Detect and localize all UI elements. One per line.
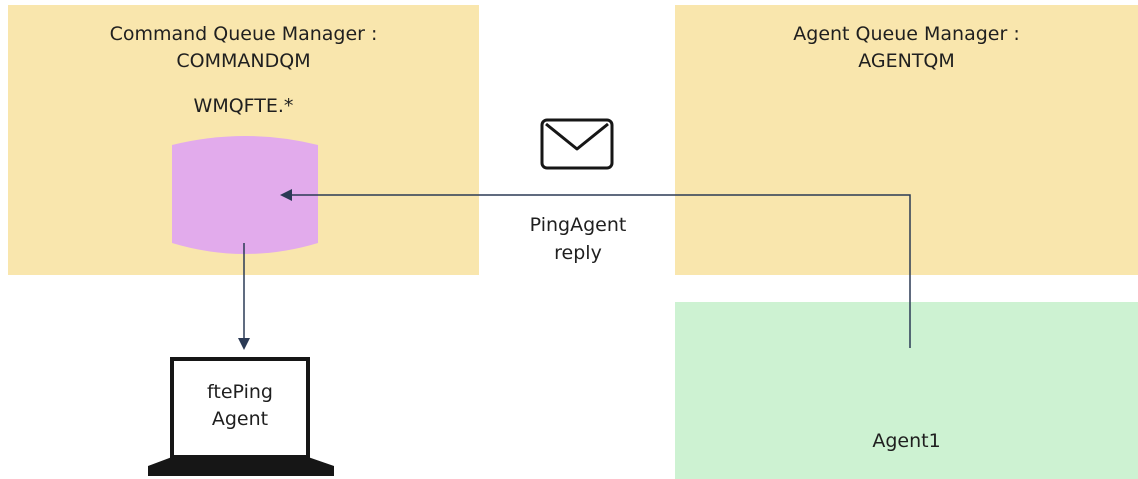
ping-reply-line2: reply	[554, 242, 602, 264]
agent1-label: Agent1	[872, 430, 941, 452]
laptop-label-line2: Agent	[211, 408, 269, 430]
command-qm-title-line1: Command Queue Manager :	[109, 23, 378, 45]
command-qm-title-line2: COMMANDQM	[176, 50, 311, 72]
laptop-icon	[148, 357, 334, 476]
ping-agent-reply-label: PingAgent reply	[498, 211, 658, 267]
reply-arrow	[280, 189, 911, 348]
agent1-box	[675, 302, 1138, 479]
agent-queue-manager-title: Agent Queue Manager : AGENTQM	[675, 21, 1138, 75]
laptop-screen-label: ftePing Agent	[181, 379, 299, 433]
laptop-label-line1: ftePing	[207, 381, 273, 403]
agent-qm-title-line2: AGENTQM	[858, 50, 955, 72]
command-queue-manager-title: Command Queue Manager : COMMANDQM	[8, 21, 479, 75]
agent-qm-title-line1: Agent Queue Manager :	[793, 23, 1020, 45]
queue-cylinder-icon	[172, 136, 318, 254]
queue-name-label: WMQFTE.*	[193, 95, 294, 117]
envelope-icon	[540, 118, 614, 170]
ping-reply-line1: PingAgent	[529, 214, 627, 236]
agent-queue-manager-box	[675, 5, 1138, 275]
